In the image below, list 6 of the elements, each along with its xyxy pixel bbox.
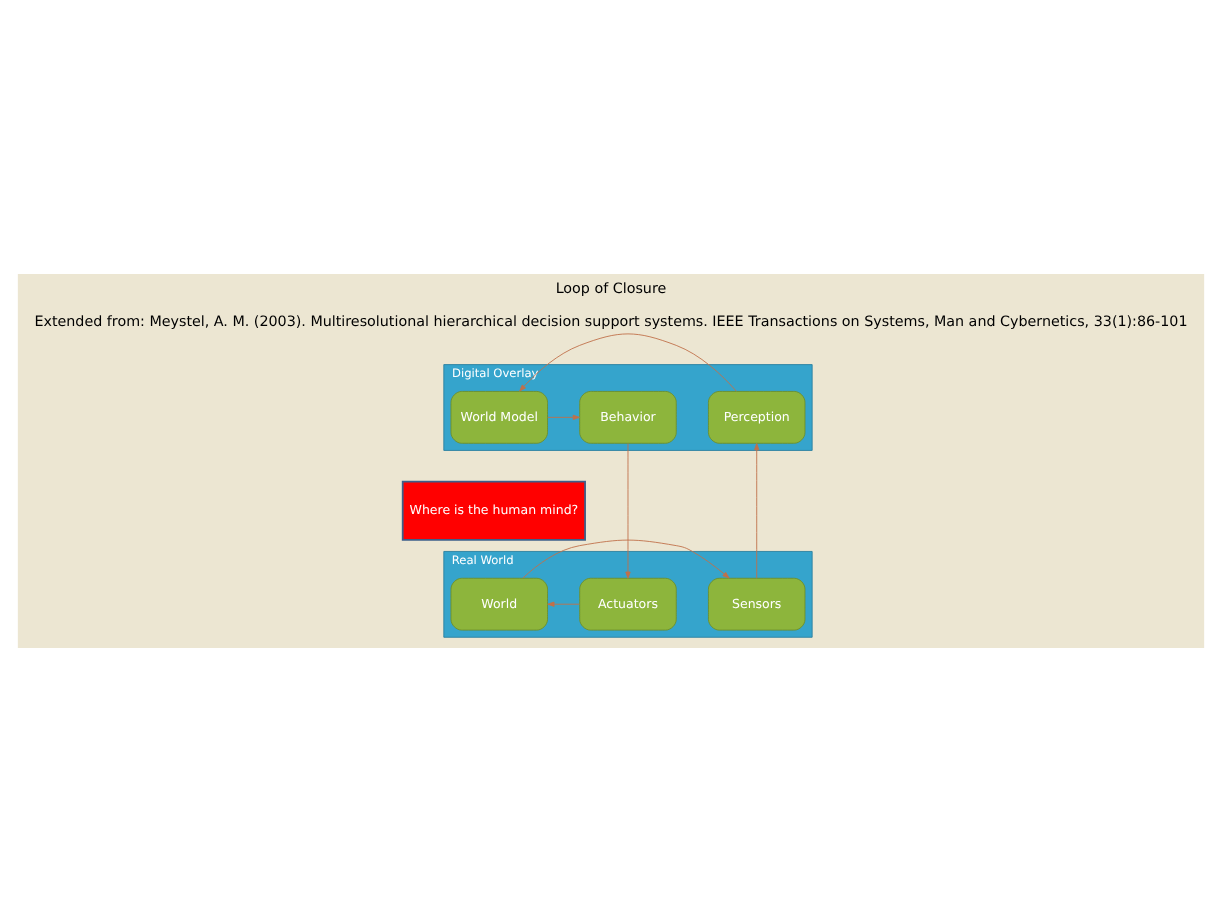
arrow <box>625 443 631 579</box>
arrow <box>754 443 760 579</box>
arrow <box>547 601 580 607</box>
arrow <box>522 539 730 579</box>
arrow <box>547 414 580 420</box>
arrow <box>519 333 737 392</box>
